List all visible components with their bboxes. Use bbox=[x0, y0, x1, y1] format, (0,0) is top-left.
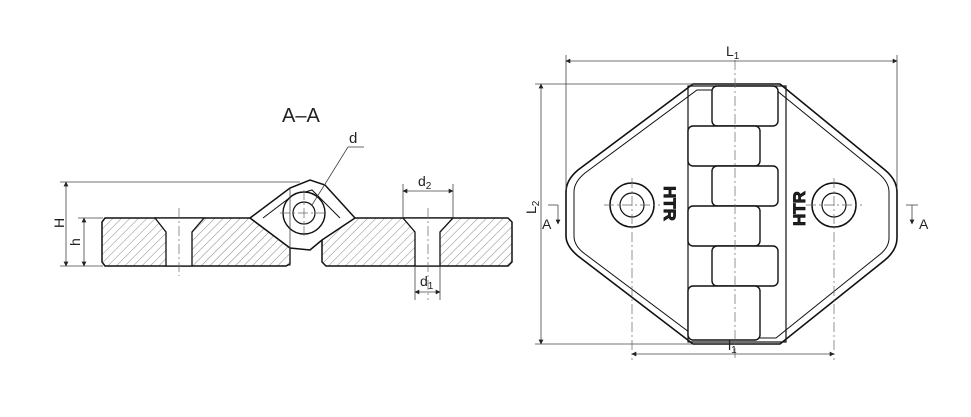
knuckle-segment bbox=[687, 125, 761, 167]
label-h: h bbox=[67, 238, 83, 246]
label-d2: d2 bbox=[418, 173, 432, 192]
plan-inner bbox=[573, 89, 890, 339]
label-H: H bbox=[51, 218, 67, 228]
left-hole bbox=[604, 178, 660, 360]
logo-left: HTR bbox=[660, 186, 679, 221]
label-L2: L2 bbox=[523, 200, 542, 214]
label-A-left: A bbox=[542, 216, 552, 232]
label-L1: L1 bbox=[726, 43, 740, 62]
logo-right: HTR bbox=[790, 191, 809, 226]
label-A-right: A bbox=[919, 216, 929, 232]
knuckle-segment bbox=[687, 205, 761, 247]
label-d: d bbox=[349, 130, 357, 147]
knuckle-segment bbox=[711, 85, 779, 127]
right-hole bbox=[806, 178, 862, 360]
knuckle-stack bbox=[687, 60, 787, 360]
knuckle-segment bbox=[711, 165, 779, 207]
left-countersink-hole bbox=[153, 217, 206, 267]
section-view: A–A d d2 d1 bbox=[51, 105, 513, 300]
plan-view: HTR HTR A A L1 L2 l1 bbox=[523, 43, 929, 360]
label-d1: d1 bbox=[420, 273, 434, 292]
section-title: A–A bbox=[282, 105, 320, 127]
plan-outer bbox=[565, 83, 898, 345]
knuckle-segment bbox=[711, 245, 779, 287]
label-l1: l1 bbox=[728, 337, 737, 356]
knuckle-segment bbox=[687, 285, 761, 341]
